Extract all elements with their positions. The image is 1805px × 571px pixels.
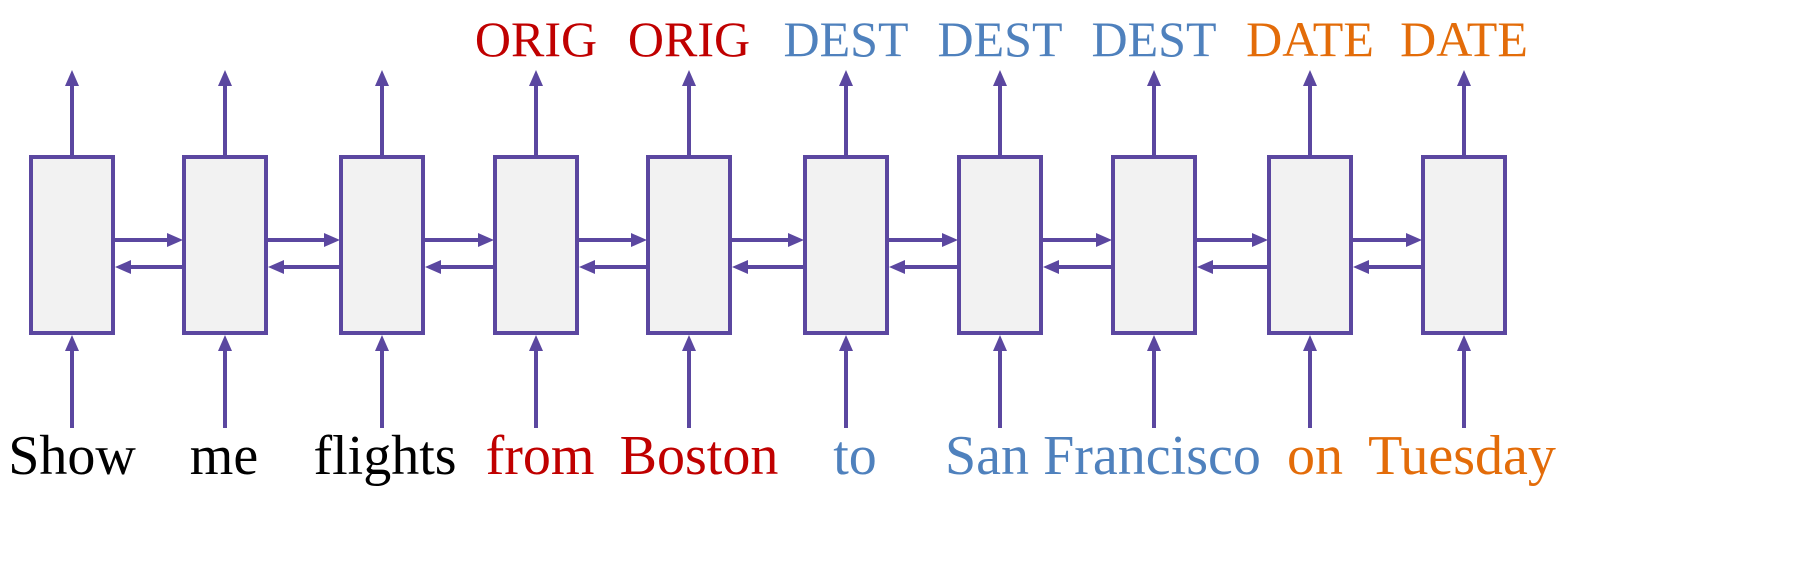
input-word-label: me: [190, 425, 258, 487]
slot-tag-label: DEST: [1092, 11, 1217, 67]
output-arrow: [375, 70, 389, 157]
input-word-label: on: [1287, 425, 1343, 487]
output-arrow: [839, 70, 853, 157]
forward-arrow: [268, 233, 340, 247]
backward-arrow: [115, 260, 183, 274]
output-arrow: [993, 70, 1007, 157]
rnn-cell: [1111, 155, 1197, 335]
input-arrow: [1303, 335, 1317, 428]
input-arrow: [65, 335, 79, 428]
backward-arrow: [889, 260, 958, 274]
input-arrow: [529, 335, 543, 428]
slot-tag-label: DEST: [938, 11, 1063, 67]
input-word-label: to: [833, 425, 877, 487]
forward-arrow: [732, 233, 804, 247]
backward-arrow: [1353, 260, 1422, 274]
rnn-cell: [339, 155, 425, 335]
slot-tag-label: DATE: [1246, 11, 1374, 67]
forward-arrow: [889, 233, 958, 247]
input-arrow: [1457, 335, 1471, 428]
forward-arrow: [1043, 233, 1112, 247]
input-arrow: [218, 335, 232, 428]
rnn-cell: [493, 155, 579, 335]
input-word-label: Francisco: [1043, 425, 1261, 487]
rnn-cell: [1421, 155, 1507, 335]
input-word-label: Tuesday: [1368, 425, 1556, 487]
input-arrow: [839, 335, 853, 428]
rnn-cell: [803, 155, 889, 335]
input-word-label: San: [945, 425, 1029, 487]
slot-tag-label: ORIG: [628, 11, 750, 67]
output-arrow: [65, 70, 79, 157]
forward-arrow: [115, 233, 183, 247]
input-arrow: [682, 335, 696, 428]
backward-arrow: [425, 260, 494, 274]
slot-tag-label: DEST: [784, 11, 909, 67]
backward-arrow: [268, 260, 340, 274]
forward-arrow: [1353, 233, 1422, 247]
forward-arrow: [579, 233, 647, 247]
output-arrow: [1457, 70, 1471, 157]
input-arrow: [375, 335, 389, 428]
output-arrow: [218, 70, 232, 157]
output-arrow: [1147, 70, 1161, 157]
input-word-label: flights: [313, 425, 456, 487]
forward-arrow: [1197, 233, 1268, 247]
input-arrow: [1147, 335, 1161, 428]
slot-tag-label: ORIG: [475, 11, 597, 67]
rnn-cell: [957, 155, 1043, 335]
input-word-label: Show: [8, 425, 136, 487]
output-arrow: [1303, 70, 1317, 157]
slot-tag-label: DATE: [1400, 11, 1528, 67]
output-arrow: [682, 70, 696, 157]
backward-arrow: [1197, 260, 1268, 274]
input-word-label: from: [486, 425, 595, 487]
input-arrow: [993, 335, 1007, 428]
input-word-label: Boston: [620, 425, 779, 487]
backward-arrow: [1043, 260, 1112, 274]
output-arrow: [529, 70, 543, 157]
rnn-cell: [1267, 155, 1353, 335]
rnn-cell: [29, 155, 115, 335]
backward-arrow: [732, 260, 804, 274]
forward-arrow: [425, 233, 494, 247]
rnn-cell: [182, 155, 268, 335]
rnn-cell: [646, 155, 732, 335]
backward-arrow: [579, 260, 647, 274]
